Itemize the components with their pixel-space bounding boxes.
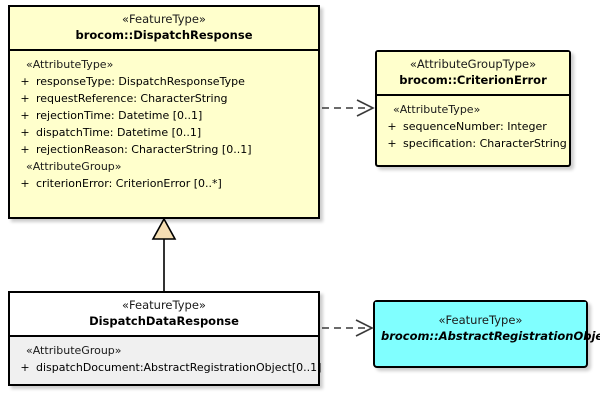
visibility-marker: + — [20, 92, 30, 105]
class-body-dispatch-response: «AttributeType» + responseType: Dispatch… — [10, 51, 318, 198]
class-header-dispatch-response: «FeatureType» brocom::DispatchResponse — [10, 7, 318, 51]
visibility-marker: + — [20, 361, 30, 374]
attribute-row: + rejectionReason: CharacterString [0..1… — [14, 141, 314, 158]
visibility-marker: + — [20, 75, 30, 88]
class-stereotype: «AttributeGroupType» — [409, 57, 537, 71]
class-stereotype: «FeatureType» — [122, 12, 206, 26]
class-box-dispatch-response[interactable]: «FeatureType» brocom::DispatchResponse «… — [8, 5, 320, 219]
attribute-row: + requestReference: CharacterString — [14, 90, 314, 107]
class-body-criterion-error: «AttributeType» + sequenceNumber: Intege… — [377, 96, 569, 158]
attribute-text: dispatchTime: Datetime [0..1] — [36, 126, 202, 139]
class-name: brocom::AbstractRegistrationObject — [381, 329, 600, 343]
attribute-row: + sequenceNumber: Integer — [381, 118, 565, 135]
generalization-triangle-icon — [151, 217, 177, 240]
attribute-text: rejectionReason: CharacterString [0..1] — [36, 143, 252, 156]
attribute-row: + rejectionTime: Datetime [0..1] — [14, 107, 314, 124]
attribute-row: + specification: CharacterString — [381, 135, 567, 152]
class-stereotype: «FeatureType» — [438, 313, 523, 327]
visibility-marker: + — [20, 109, 30, 122]
attribute-text: criterionError: CriterionError [0..*] — [36, 177, 222, 190]
class-stereotype: «FeatureType» — [122, 298, 206, 312]
attribute-group-label: «AttributeType» — [393, 103, 481, 116]
dependency-dispatchresponse-to-criterionerror — [322, 99, 375, 117]
visibility-marker: + — [387, 137, 397, 150]
class-header-criterion-error: «AttributeGroupType» brocom::CriterionEr… — [377, 52, 569, 96]
open-arrowhead-icon — [356, 99, 375, 117]
visibility-marker: + — [20, 143, 30, 156]
attribute-text: sequenceNumber: Integer — [403, 120, 547, 133]
attribute-group-label: «AttributeType» — [26, 58, 114, 71]
attribute-group-label: «AttributeGroup» — [26, 160, 122, 173]
class-body-dispatch-data-response: «AttributeGroup» + dispatchDocument:Abst… — [10, 337, 321, 382]
attribute-row: + dispatchDocument:AbstractRegistrationO… — [14, 359, 321, 376]
attribute-text: rejectionTime: Datetime [0..1] — [36, 109, 203, 122]
attribute-row: + dispatchTime: Datetime [0..1] — [14, 124, 314, 141]
attribute-row: + responseType: DispatchResponseType — [14, 73, 314, 90]
attribute-text: requestReference: CharacterString — [36, 92, 228, 105]
class-header-abstract-registration-object: «FeatureType» brocom::AbstractRegistrati… — [375, 302, 600, 350]
class-name: brocom::DispatchResponse — [75, 28, 253, 42]
class-box-dispatch-data-response[interactable]: «FeatureType» DispatchDataResponse «Attr… — [8, 291, 321, 386]
visibility-marker: + — [20, 126, 30, 139]
visibility-marker: + — [20, 177, 30, 190]
open-arrowhead-icon — [355, 319, 374, 337]
attribute-group-label: «AttributeGroup» — [26, 344, 122, 357]
attribute-row: + criterionError: CriterionError [0..*] — [14, 175, 314, 192]
class-box-abstract-registration-object[interactable]: «FeatureType» brocom::AbstractRegistrati… — [373, 300, 600, 368]
generalization-dispatchdataresponse-to-dispatchresponse — [151, 217, 177, 291]
attribute-text: specification: CharacterString — [403, 137, 567, 150]
attribute-text: responseType: DispatchResponseType — [36, 75, 245, 88]
class-box-criterion-error[interactable]: «AttributeGroupType» brocom::CriterionEr… — [375, 50, 571, 167]
visibility-marker: + — [387, 120, 397, 133]
attribute-text: dispatchDocument:AbstractRegistrationObj… — [36, 361, 322, 374]
class-header-dispatch-data-response: «FeatureType» DispatchDataResponse — [10, 293, 318, 337]
class-name: brocom::CriterionError — [399, 73, 547, 87]
class-name: DispatchDataResponse — [89, 314, 239, 328]
dependency-dispatchdataresponse-to-abstractregistrationobject — [322, 319, 374, 337]
